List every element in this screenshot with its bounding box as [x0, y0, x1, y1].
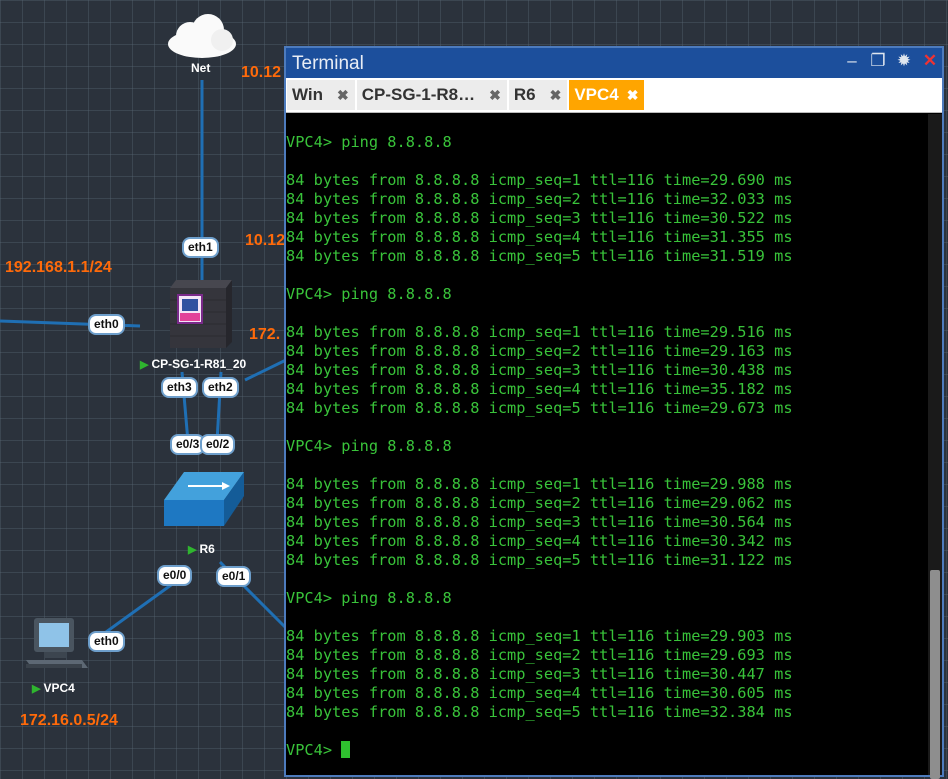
running-indicator-icon: ▶ [140, 359, 149, 371]
terminal-line: 84 bytes from 8.8.8.8 icmp_seq=4 ttl=116… [286, 532, 793, 550]
vpc-name: VPC4 [43, 681, 75, 695]
node-label-net: Net [191, 61, 211, 75]
router-name: R6 [199, 542, 215, 556]
terminal-line [286, 418, 928, 437]
ip-label-vpc: 172.16.0.5/24 [20, 712, 118, 729]
firewall-shape [170, 280, 232, 348]
terminal-line: 84 bytes from 8.8.8.8 icmp_seq=5 ttl=116… [286, 551, 793, 569]
terminal-line: 84 bytes from 8.8.8.8 icmp_seq=1 ttl=116… [286, 171, 793, 189]
terminal-scrollbar[interactable] [928, 114, 942, 779]
close-icon[interactable]: ✕ [922, 51, 938, 70]
computer-shape [26, 618, 88, 668]
tab-vpc4[interactable]: VPC4 ✖ [569, 80, 645, 110]
computer-icon[interactable] [24, 616, 90, 670]
restore-icon[interactable]: ❐ [870, 51, 886, 70]
tab-cp-sg[interactable]: CP-SG-1-R8… ✖ [356, 80, 507, 110]
terminal-line [286, 456, 928, 475]
terminal-tab-bar: Win ✖ CP-SG-1-R8… ✖ R6 ✖ VPC4 ✖ [286, 78, 942, 113]
terminal-line: 84 bytes from 8.8.8.8 icmp_seq=2 ttl=116… [286, 342, 793, 360]
tab-close-icon[interactable]: ✖ [549, 86, 562, 103]
node-label-vpc: ▶VPC4 [32, 681, 75, 695]
link-r6-vpc [94, 578, 179, 642]
ip-label-net: 10.12 [241, 64, 282, 81]
ip-label-eth1: 10.12 [245, 232, 286, 249]
terminal-line: VPC4> ping 8.8.8.8 [286, 589, 452, 607]
terminal-line [286, 266, 928, 285]
terminal-prompt: VPC4> [286, 741, 342, 759]
tab-win[interactable]: Win ✖ [287, 80, 355, 110]
terminal-line: 84 bytes from 8.8.8.8 icmp_seq=2 ttl=116… [286, 646, 793, 664]
terminal-line: VPC4> ping 8.8.8.8 [286, 133, 452, 151]
scrollbar-thumb[interactable] [930, 570, 940, 779]
terminal-line: VPC4> ping 8.8.8.8 [286, 437, 452, 455]
switch-icon[interactable] [164, 470, 246, 528]
firewall-icon[interactable] [166, 278, 236, 350]
terminal-line: 84 bytes from 8.8.8.8 icmp_seq=3 ttl=116… [286, 513, 793, 531]
terminal-line [286, 152, 928, 171]
terminal-line: 84 bytes from 8.8.8.8 icmp_seq=5 ttl=116… [286, 703, 793, 721]
link-r6-up [244, 358, 287, 382]
iface-fw-eth0[interactable]: eth0 [88, 314, 125, 335]
terminal-line [286, 608, 928, 627]
terminal-prompt-line[interactable]: VPC4> [286, 741, 928, 760]
iface-r6-e01[interactable]: e0/1 [216, 566, 252, 587]
tab-label: VPC4 [574, 85, 619, 104]
tab-r6[interactable]: R6 ✖ [508, 80, 568, 110]
terminal-line: 84 bytes from 8.8.8.8 icmp_seq=4 ttl=116… [286, 684, 793, 702]
terminal-line: 84 bytes from 8.8.8.8 icmp_seq=4 ttl=116… [286, 380, 793, 398]
iface-fw-eth3[interactable]: eth3 [161, 377, 198, 398]
node-label-firewall: ▶CP-SG-1-R81_20 [140, 357, 246, 371]
terminal-title-bar[interactable]: Terminal ‒ ❐ ✹ ✕ [286, 48, 942, 78]
switch-shape [164, 472, 244, 526]
iface-fw-eth2[interactable]: eth2 [202, 377, 239, 398]
terminal-line [286, 570, 928, 589]
firewall-name: CP-SG-1-R81_20 [151, 357, 247, 371]
tab-label: Win [292, 85, 324, 104]
iface-r6-e02[interactable]: e0/2 [200, 434, 236, 455]
tab-close-icon[interactable]: ✖ [489, 86, 501, 103]
terminal-line: 84 bytes from 8.8.8.8 icmp_seq=3 ttl=116… [286, 665, 793, 683]
terminal-cursor [341, 741, 351, 758]
settings-icon[interactable]: ✹ [896, 51, 912, 70]
terminal-line: 84 bytes from 8.8.8.8 icmp_seq=5 ttl=116… [286, 247, 793, 265]
terminal-line: 84 bytes from 8.8.8.8 icmp_seq=3 ttl=116… [286, 209, 793, 227]
iface-vpc-eth0[interactable]: eth0 [88, 631, 125, 652]
terminal-line [286, 722, 928, 741]
running-indicator-icon: ▶ [188, 544, 197, 556]
terminal-line: 84 bytes from 8.8.8.8 icmp_seq=1 ttl=116… [286, 323, 793, 341]
terminal-output[interactable]: VPC4> ping 8.8.8.8 84 bytes from 8.8.8.8 … [286, 114, 928, 775]
terminal-line: 84 bytes from 8.8.8.8 icmp_seq=2 ttl=116… [286, 190, 793, 208]
terminal-line: 84 bytes from 8.8.8.8 icmp_seq=3 ttl=116… [286, 361, 793, 379]
iface-fw-eth1[interactable]: eth1 [182, 237, 219, 258]
terminal-line: 84 bytes from 8.8.8.8 icmp_seq=5 ttl=116… [286, 399, 793, 417]
iface-r6-e00[interactable]: e0/0 [157, 565, 193, 586]
terminal-line: 84 bytes from 8.8.8.8 icmp_seq=1 ttl=116… [286, 627, 793, 645]
window-controls: ‒ ❐ ✹ ✕ [842, 51, 940, 71]
terminal-line: 84 bytes from 8.8.8.8 icmp_seq=4 ttl=116… [286, 228, 793, 246]
terminal-title: Terminal [292, 53, 364, 74]
cloud-shape [168, 14, 236, 58]
cloud-icon[interactable] [164, 12, 240, 60]
terminal-line: 84 bytes from 8.8.8.8 icmp_seq=1 ttl=116… [286, 475, 793, 493]
running-indicator-icon: ▶ [32, 683, 41, 695]
tab-label: CP-SG-1-R8… [361, 85, 476, 104]
terminal-window[interactable]: Terminal ‒ ❐ ✹ ✕ Win ✖ CP-SG-1-R8… ✖ R6 … [284, 46, 944, 779]
terminal-line [286, 304, 928, 323]
tab-close-icon[interactable]: ✖ [337, 86, 349, 103]
node-label-router: ▶R6 [188, 542, 215, 556]
terminal-line: VPC4> ping 8.8.8.8 [286, 285, 452, 303]
tab-label: R6 [513, 85, 536, 104]
terminal-line: 84 bytes from 8.8.8.8 icmp_seq=2 ttl=116… [286, 494, 793, 512]
tab-close-icon[interactable]: ✖ [626, 86, 639, 103]
ip-label-lan: 192.168.1.1/24 [5, 259, 112, 276]
ip-label-fw: 172. [249, 326, 281, 343]
minimize-icon[interactable]: ‒ [847, 51, 857, 70]
